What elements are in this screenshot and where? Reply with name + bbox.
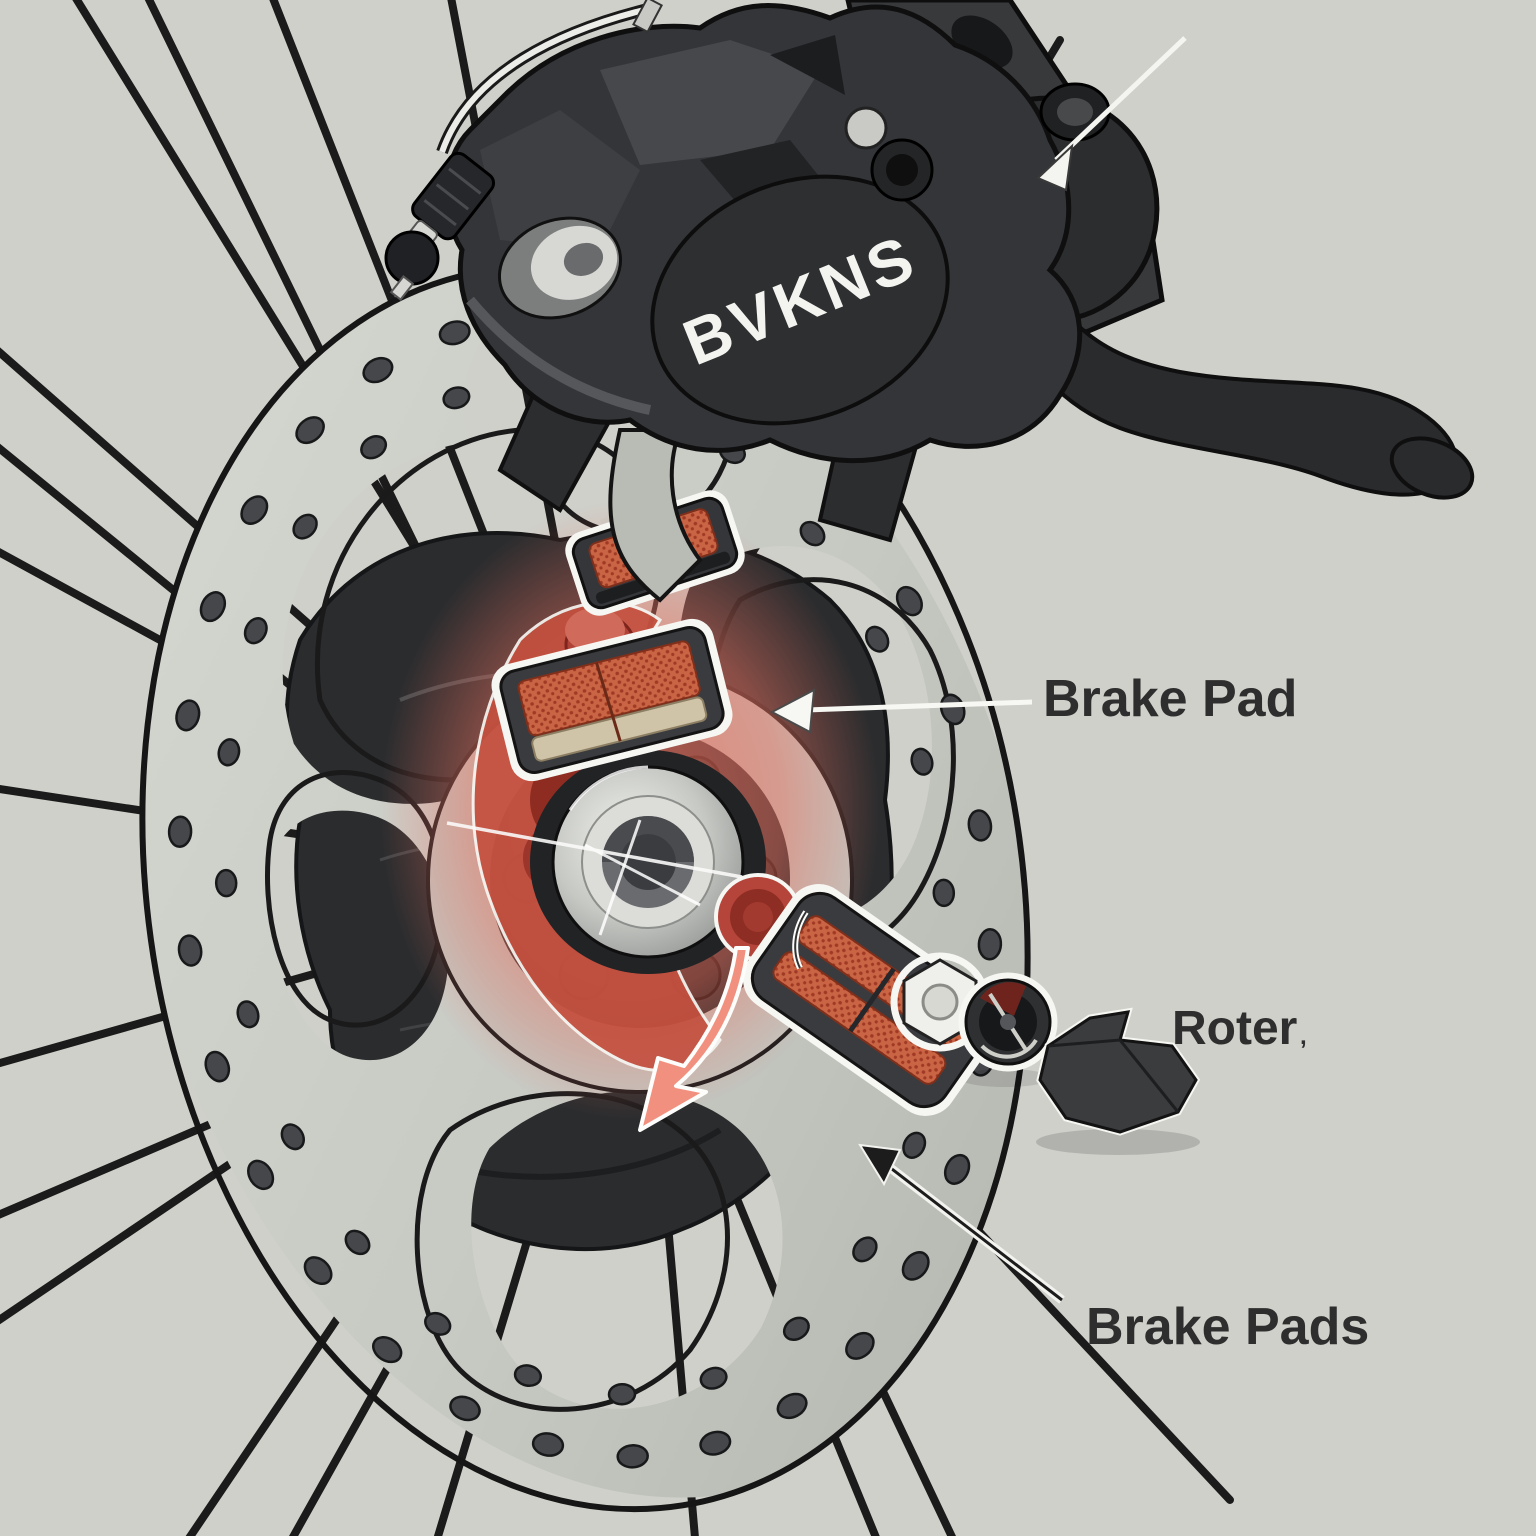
rotor-hole xyxy=(943,1153,971,1185)
hub-leader-line xyxy=(446,821,743,879)
rotor-hole xyxy=(175,699,201,732)
rotor-hole xyxy=(442,386,471,410)
mounting-bracket xyxy=(1036,1007,1201,1155)
rotor-hole xyxy=(214,868,238,898)
rotation-arrow-icon xyxy=(638,910,809,1132)
brake-pad-large xyxy=(491,618,733,782)
rotor-hole xyxy=(243,617,268,645)
rotor-hole xyxy=(852,1236,878,1263)
labels: Brake Pad Roter , Brake Pads xyxy=(1043,670,1369,1356)
rotor-hole xyxy=(776,1392,808,1420)
rotor-hole xyxy=(344,1229,371,1256)
caliper-brand-plate: BVKNS xyxy=(650,174,950,426)
label-brake-pads: Brake Pads xyxy=(1086,1298,1369,1356)
rotor-hole xyxy=(362,356,394,384)
rotor-hole xyxy=(932,878,956,908)
annotation-arrows xyxy=(446,36,1187,1304)
rotor-hole xyxy=(372,1336,403,1364)
rotor-hole xyxy=(895,585,923,617)
rotor-hole xyxy=(513,1364,543,1388)
rotor-hole xyxy=(247,1159,275,1191)
rotor-hole xyxy=(865,625,890,653)
rotor-hole xyxy=(845,1331,875,1360)
brake-caliper: BVKNS xyxy=(384,0,1475,603)
rotor-hole xyxy=(438,320,471,346)
rotor-hole xyxy=(607,1382,637,1406)
pad-fixing-nut xyxy=(890,952,990,1052)
bleed-screw xyxy=(844,106,888,150)
caliper-piston xyxy=(497,216,623,320)
rotor-hole xyxy=(799,520,826,547)
rotor-hole xyxy=(967,809,993,842)
rotor-hole xyxy=(616,1444,649,1469)
arrow-left-icon xyxy=(769,688,1033,734)
rotor-hole xyxy=(217,738,241,767)
rotor-hole xyxy=(280,1123,305,1151)
rotor-hole xyxy=(699,1366,728,1390)
arrow-down-left-icon xyxy=(1036,36,1187,192)
pad-assembly xyxy=(742,884,1201,1155)
spring-washer xyxy=(958,972,1058,1072)
barrel-adjuster[interactable] xyxy=(384,149,498,301)
rotor-hole xyxy=(449,1395,481,1422)
rotor-hole xyxy=(295,416,325,445)
rotor-hole xyxy=(199,591,227,623)
rotor-hole xyxy=(782,1316,810,1341)
rotor-hole xyxy=(901,1251,930,1281)
label-brake-pad: Brake Pad xyxy=(1043,670,1297,728)
rotor-hole xyxy=(424,1311,452,1336)
rotor-hole xyxy=(977,928,1003,961)
rotor-hole xyxy=(360,435,388,460)
rotor-hole xyxy=(531,1432,565,1457)
rotor-hole xyxy=(236,1000,260,1029)
rotor-hole xyxy=(910,747,934,776)
rotor-hole xyxy=(699,1430,732,1456)
label-roter-mark: , xyxy=(1300,1023,1307,1050)
rotor-hole xyxy=(204,1050,231,1083)
brake-cable xyxy=(436,0,663,155)
rotor-hole xyxy=(177,934,203,967)
rotor-hole xyxy=(167,815,193,848)
rotor-hole xyxy=(240,495,269,525)
highlight-lines xyxy=(584,819,701,936)
rotor-hole xyxy=(303,1256,333,1286)
label-roter: Roter xyxy=(1172,1002,1297,1055)
rotor-hole xyxy=(902,1131,927,1159)
arrow-up-left-icon xyxy=(858,1143,1065,1304)
rotor-hole xyxy=(292,513,318,540)
